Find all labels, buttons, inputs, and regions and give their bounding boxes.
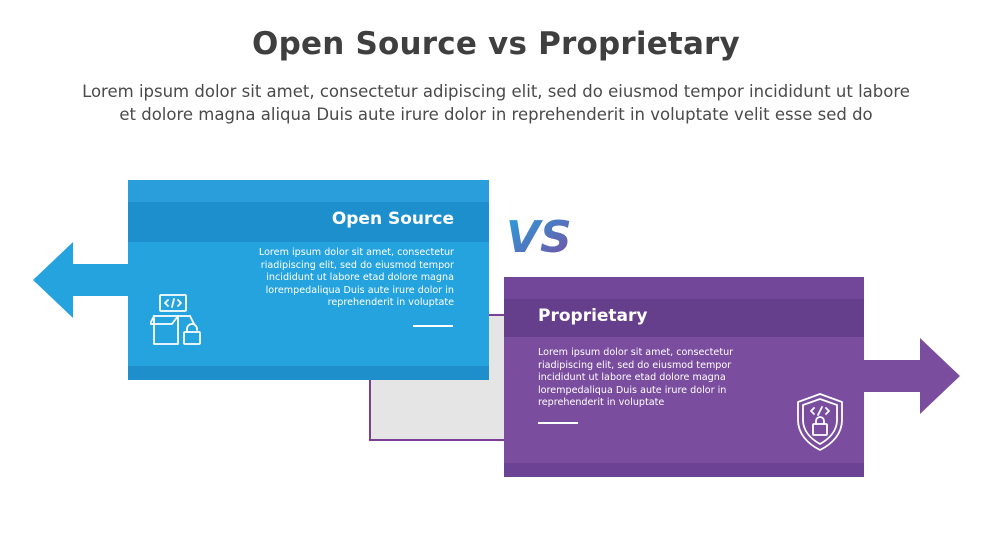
card-band: [128, 366, 489, 380]
page-subtitle: Lorem ipsum dolor sit amet, consectetur …: [40, 80, 952, 126]
proprietary-description: Lorem ipsum dolor sit amet, consectetur …: [538, 347, 778, 410]
subtitle-line: et dolore magna aliqua Duis aute irure d…: [119, 105, 873, 124]
card-band: [504, 463, 864, 477]
open-source-title: Open Source: [331, 209, 454, 229]
open-source-card: Open Source Lorem ipsum dolor sit amet, …: [128, 180, 489, 380]
description-line: riadipiscing elit, sed do eiusmod tempor: [538, 359, 732, 371]
arrow-left-icon: [33, 242, 133, 318]
description-line: lorempedaliqua Duis aute irure dolor in: [538, 384, 727, 396]
description-line: incididunt ut labore etad dolore magna: [266, 272, 454, 284]
svg-text:VS: VS: [506, 212, 572, 262]
description-line: Lorem ipsum dolor sit amet, consectetur: [258, 247, 454, 258]
description-line: lorempedaliqua Duis aute irure dolor in: [265, 284, 454, 296]
description-line: incididunt ut labore etad dolore magna: [538, 372, 726, 384]
proprietary-title: Proprietary: [538, 306, 648, 326]
code-shield-lock-icon: [797, 393, 843, 451]
page-title: Open Source vs Proprietary: [252, 26, 740, 62]
arrow-right-icon: [860, 338, 960, 414]
code-box-lock-icon: [150, 294, 201, 345]
description-line: riadipiscing elit, sed do eiusmod tempor: [260, 259, 454, 271]
description-line: reprehenderit in voluptate: [327, 297, 454, 309]
card-header: [128, 202, 489, 242]
description-line: reprehenderit in voluptate: [538, 397, 665, 409]
subtitle-line: Lorem ipsum dolor sit amet, consectetur …: [82, 82, 910, 101]
card-underline: [538, 422, 578, 424]
description-line: Lorem ipsum dolor sit amet, consectetur: [538, 347, 734, 358]
open-source-description: Lorem ipsum dolor sit amet, consectetur …: [214, 247, 454, 310]
card-underline: [413, 325, 453, 327]
card-band: [128, 180, 489, 202]
proprietary-card: Proprietary Lorem ipsum dolor sit amet, …: [504, 277, 864, 477]
vs-label: VS: [506, 212, 572, 262]
card-band: [504, 277, 864, 299]
card-header: [504, 299, 864, 337]
